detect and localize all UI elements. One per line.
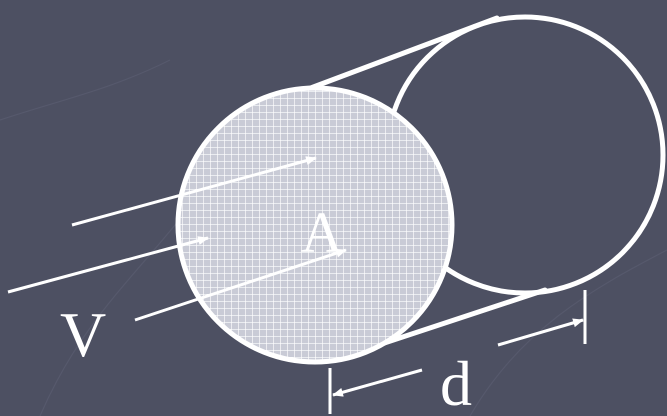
distance-dimension	[328, 290, 587, 414]
velocity-arrow-middle	[7, 236, 209, 294]
area-label: A	[301, 200, 343, 265]
cross-section-area	[175, 85, 455, 365]
velocity-label: V	[60, 299, 106, 370]
dimension-arrow-left	[332, 368, 423, 397]
distance-label: d	[440, 348, 472, 416]
dimension-arrow-right	[497, 318, 584, 347]
velocity-arrows	[7, 156, 347, 322]
velocity-arrow-lower	[134, 248, 347, 322]
velocity-arrow-upper	[71, 156, 317, 227]
